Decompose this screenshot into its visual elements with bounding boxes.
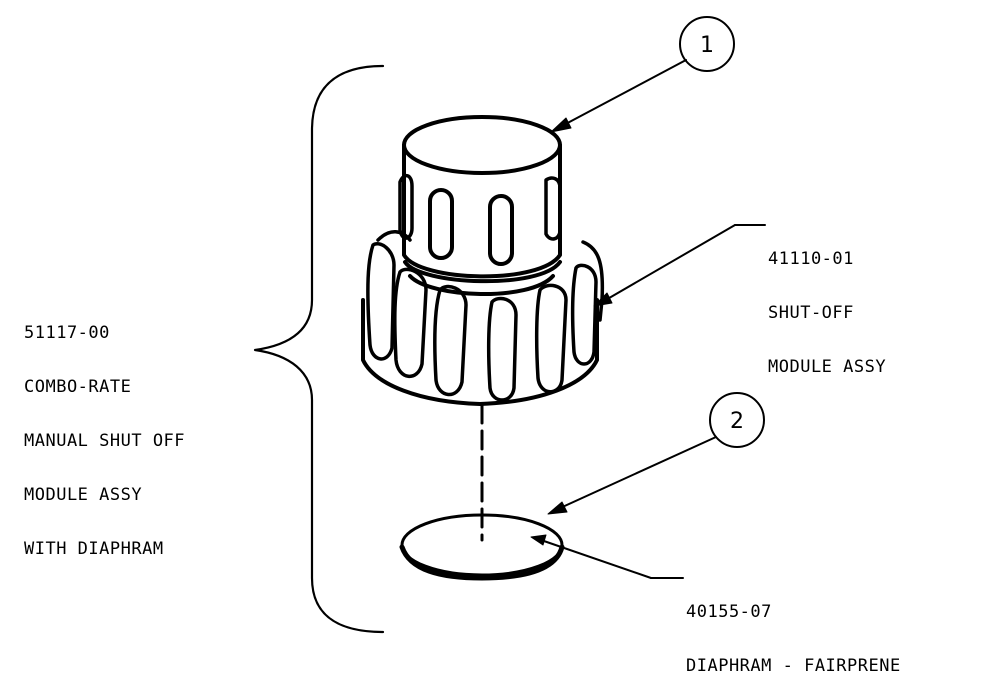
assembly-part-number: 51117-00 — [24, 323, 110, 343]
leader-shut-off-module — [593, 224, 766, 307]
assembly-desc-line-4: WITH DIAPHRAM — [24, 539, 164, 559]
diaphragm-part-number: 40155-07 — [686, 602, 772, 622]
diaphragm-drawing — [399, 513, 565, 581]
leader-diaphragm — [530, 534, 684, 579]
shut-off-desc-line-2: MODULE ASSY — [768, 357, 887, 377]
balloon-1-number: 1 — [700, 33, 714, 58]
diaphragm-label: 40155-07 DIAPHRAM - FAIRPRENE — [686, 567, 901, 693]
assembly-brace — [253, 64, 385, 634]
balloon-2 — [547, 392, 765, 515]
assembly-desc-line-3: MODULE ASSY — [24, 485, 143, 505]
balloon-1 — [550, 16, 735, 133]
assembly-desc-line-2: MANUAL SHUT OFF — [24, 431, 186, 451]
shut-off-desc-line-1: SHUT-OFF — [768, 303, 854, 323]
shut-off-module-drawing — [361, 115, 605, 406]
balloon-2-number: 2 — [730, 409, 744, 434]
assembly-desc-line-1: COMBO-RATE — [24, 377, 132, 397]
exploded-assembly-diagram: 1 2 — [253, 16, 766, 634]
diaphragm-desc-line-1: DIAPHRAM - FAIRPRENE — [686, 656, 901, 676]
shut-off-part-number: 41110-01 — [768, 249, 854, 269]
assembly-label: 51117-00 COMBO-RATE MANUAL SHUT OFF MODU… — [24, 288, 185, 576]
shut-off-module-label: 41110-01 SHUT-OFF MODULE ASSY — [768, 214, 886, 394]
